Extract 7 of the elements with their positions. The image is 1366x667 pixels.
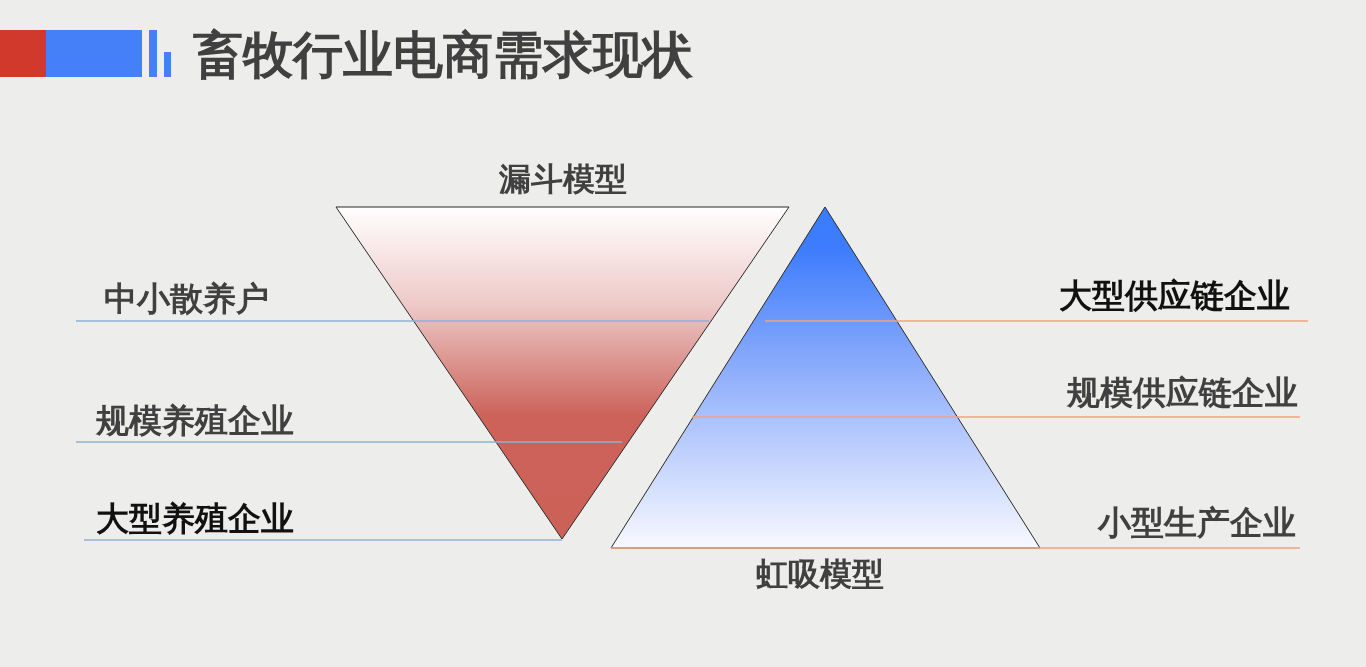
- level-label: 大型养殖企业: [96, 501, 294, 537]
- level-label: 小型生产企业: [1098, 505, 1296, 541]
- level-label: 中小散养户: [104, 281, 269, 317]
- page-title: 畜牧行业电商需求现状: [193, 26, 693, 84]
- model-title: 虹吸模型: [755, 555, 885, 593]
- model-title: 漏斗模型: [498, 160, 628, 198]
- level-label: 规模养殖企业: [96, 403, 294, 439]
